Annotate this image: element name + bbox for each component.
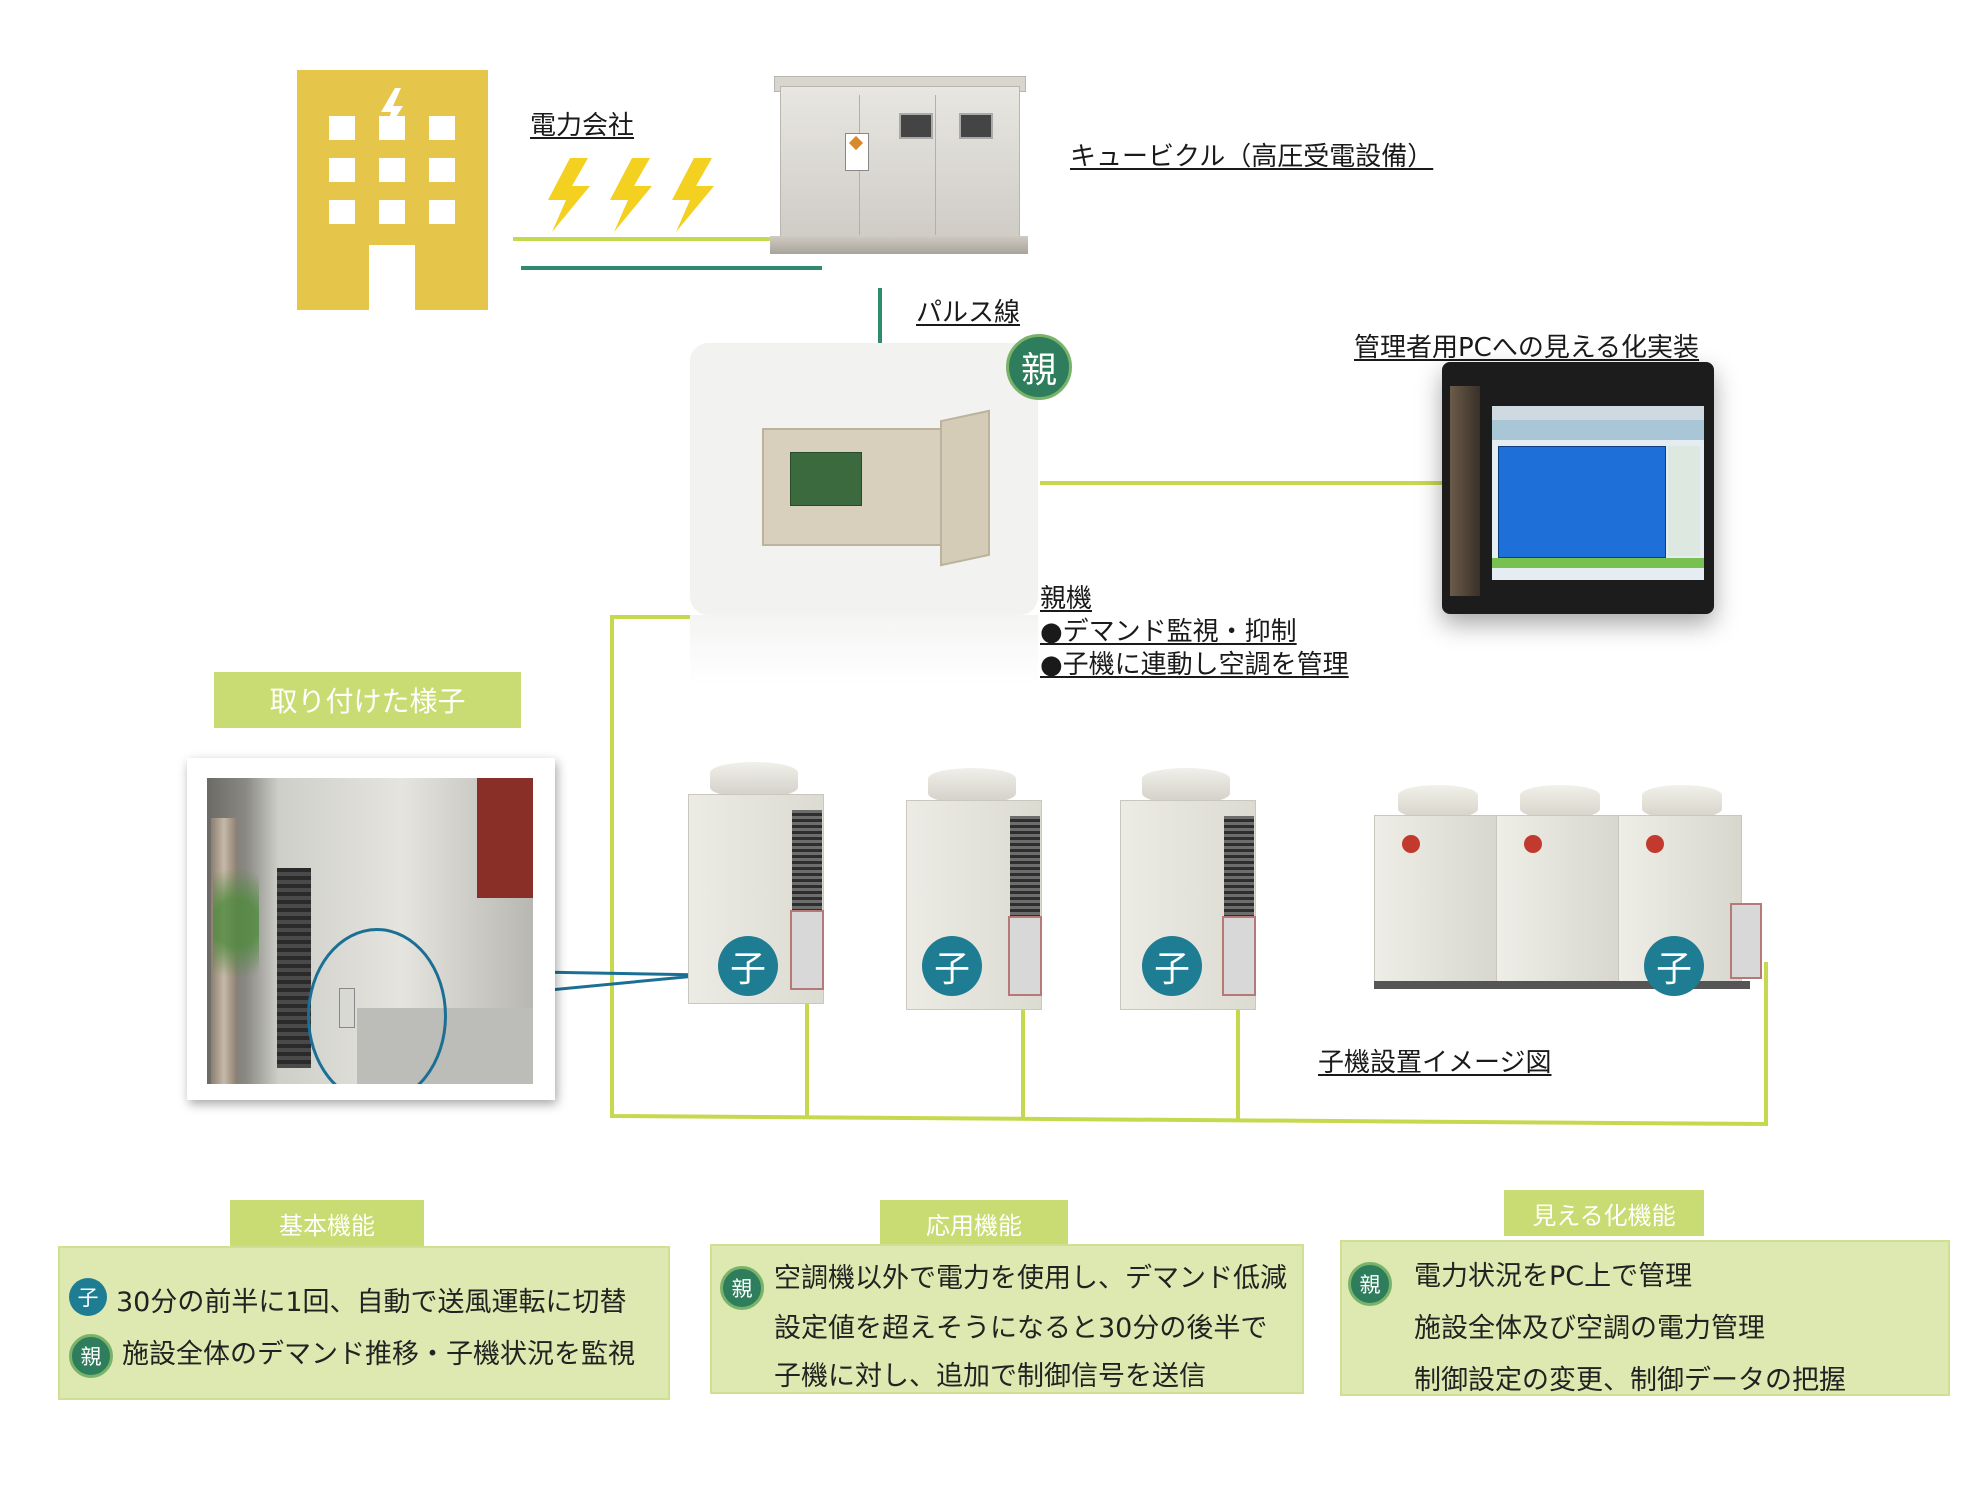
install-photo	[187, 758, 555, 1100]
section-basic-title: 基本機能	[230, 1200, 424, 1246]
slave-unit-large	[1374, 785, 1762, 995]
slave-caption: 子機設置イメージ図	[1318, 1048, 1552, 1078]
section-applied-badge: 親	[720, 1266, 764, 1310]
section-basic-box: 子 30分の前半に1回、自動で送風運転に切替 親 施設全体のデマンド推移・子機状…	[58, 1246, 670, 1400]
slave-badge-3: 子	[1142, 936, 1202, 996]
section-visual-row2: 施設全体及び空調の電力管理	[1414, 1313, 1765, 1344]
section-applied-row2: 設定値を超えそうになると30分の後半で	[774, 1313, 1268, 1344]
section-basic-row1-badge: 子	[69, 1278, 107, 1316]
master-feature-2: ●子機に連動し空調を管理	[1040, 650, 1349, 680]
building-bolt-icon	[381, 88, 403, 134]
section-applied-row3: 子機に対し、追加で制御信号を送信	[774, 1361, 1206, 1392]
admin-pc-photo	[1442, 362, 1714, 614]
section-applied-box: 親 空調機以外で電力を使用し、デマンド低減 設定値を超えそうになると30分の後半…	[710, 1244, 1304, 1394]
master-badge: 親	[1006, 334, 1072, 400]
section-visual-badge: 親	[1348, 1262, 1392, 1306]
slave-badge-4: 子	[1644, 936, 1704, 996]
building-icon	[297, 70, 488, 310]
cubicle-label: キュービクル（高圧受電設備）	[1070, 142, 1434, 172]
section-visual-row1: 電力状況をPC上で管理	[1414, 1261, 1693, 1292]
section-applied-title: 応用機能	[880, 1200, 1068, 1246]
lightning-icon	[548, 158, 714, 232]
section-basic-row1: 30分の前半に1回、自動で送風運転に切替	[116, 1287, 627, 1318]
install-title: 取り付けた様子	[214, 672, 521, 728]
slave-badge-1: 子	[718, 936, 778, 996]
slave-badge-2: 子	[922, 936, 982, 996]
pc-title: 管理者用PCへの見える化実装	[1354, 333, 1700, 363]
master-feature-1: ●デマンド監視・抑制	[1040, 617, 1297, 647]
section-visual-box: 親 電力状況をPC上で管理 施設全体及び空調の電力管理 制御設定の変更、制御デー…	[1340, 1240, 1950, 1396]
master-unit-photo	[690, 343, 1038, 685]
section-basic-row2: 施設全体のデマンド推移・子機状況を監視	[122, 1339, 635, 1370]
section-visual-title: 見える化機能	[1504, 1190, 1704, 1236]
cubicle-image	[770, 76, 1028, 254]
section-basic-row2-badge: 親	[69, 1334, 113, 1378]
pulse-line-label: パルス線	[916, 298, 1021, 328]
section-applied-row1: 空調機以外で電力を使用し、デマンド低減	[774, 1263, 1287, 1294]
power-company-label: 電力会社	[530, 111, 635, 141]
master-unit-label: 親機	[1040, 584, 1093, 614]
section-visual-row3: 制御設定の変更、制御データの把握	[1414, 1365, 1846, 1396]
